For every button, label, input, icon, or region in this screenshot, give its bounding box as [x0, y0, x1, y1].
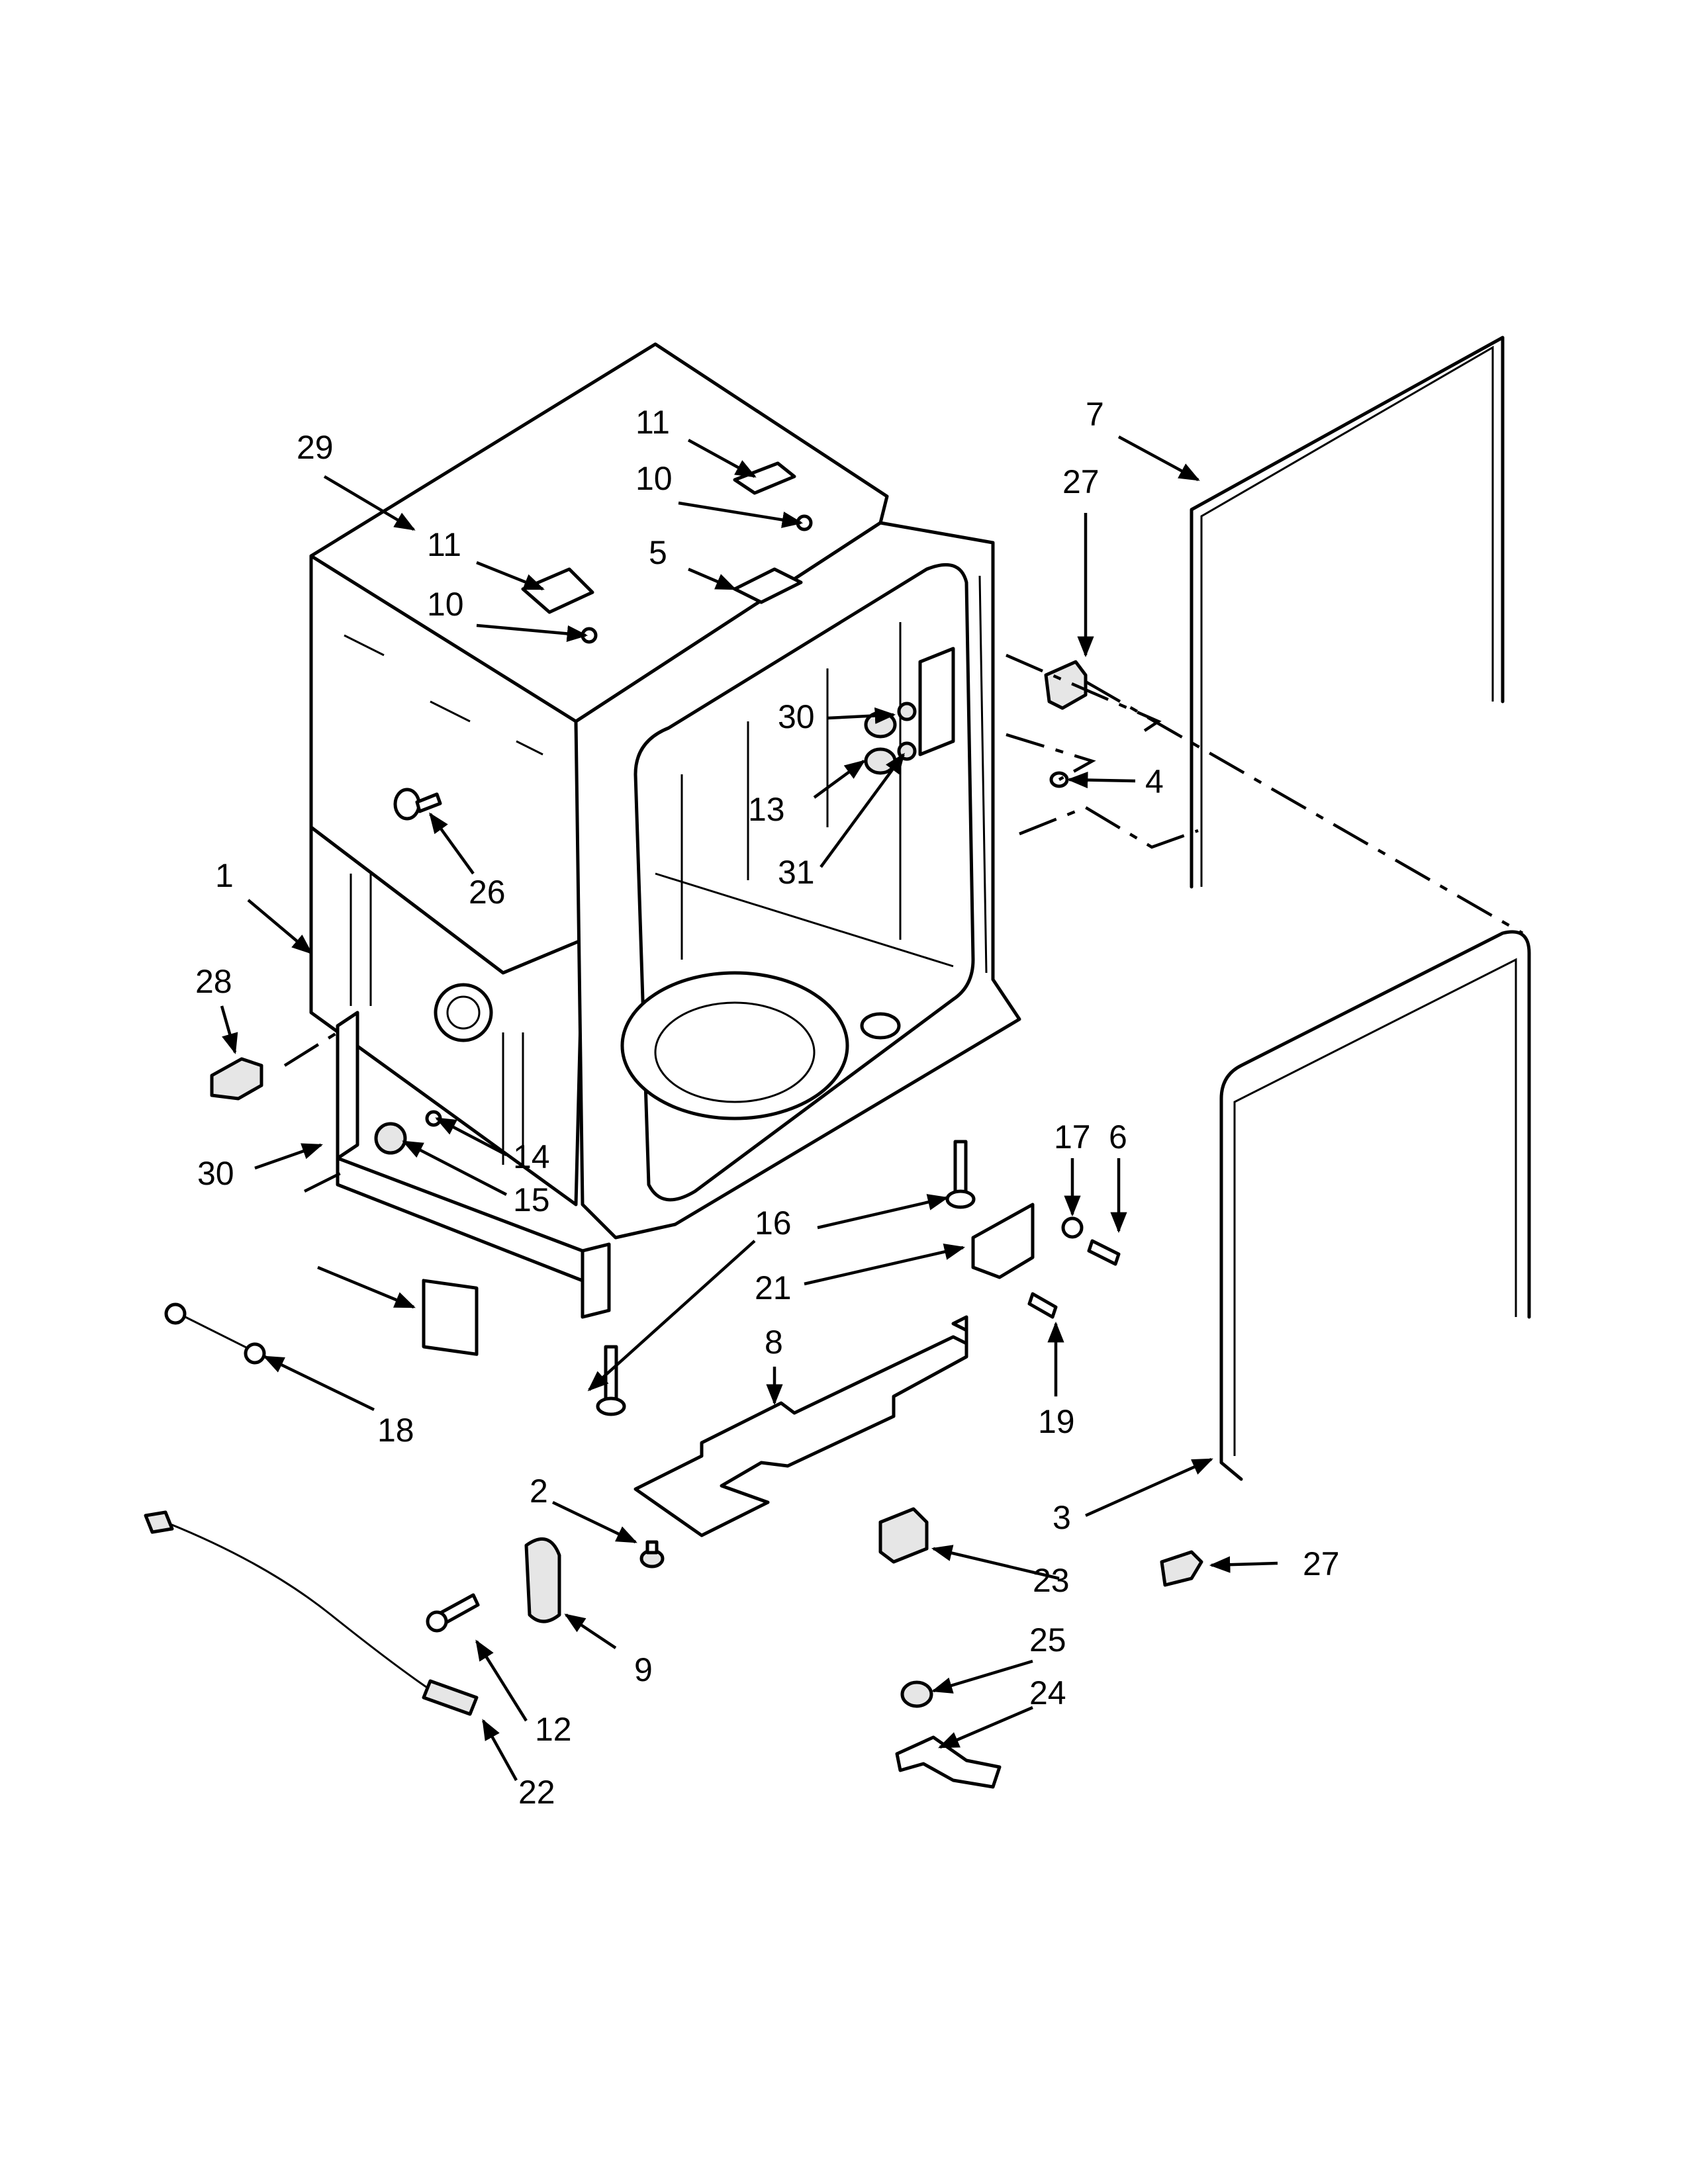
callout-26: 25: [1029, 1621, 1066, 1659]
cable-21-connector: [422, 1679, 479, 1716]
part-26: [900, 1680, 933, 1708]
hinge-bracket-upper: [733, 461, 796, 495]
top-bracket: [733, 567, 803, 604]
door-gasket-bottom-inner: [1233, 958, 1517, 1456]
part-29: [1160, 1550, 1203, 1587]
part-2: [639, 1540, 665, 1569]
top-guide-line-2: [430, 700, 471, 723]
callout-27-right: 27: [1062, 463, 1100, 500]
callout-8: 8: [765, 1324, 783, 1361]
side-port: [434, 983, 493, 1042]
guide-line-lower: [1019, 805, 1199, 849]
bracket-27-right: [1044, 660, 1088, 710]
callout-10-upper: 10: [635, 460, 673, 497]
part-22: [878, 1507, 929, 1564]
callout-3: 3: [1053, 1499, 1071, 1536]
cable-21: [165, 1521, 438, 1696]
door-gasket-top: [1190, 336, 1505, 889]
callout-13: 13: [748, 791, 785, 828]
leveling-leg-right: [945, 1140, 976, 1209]
screw-12-head: [426, 1610, 448, 1633]
callout-12: 12: [535, 1711, 572, 1748]
callout-14: 14: [513, 1138, 550, 1175]
guide-line-right: [1084, 680, 1524, 934]
door-gasket-top-inner: [1200, 345, 1494, 887]
callout-11-upper: 11: [635, 404, 670, 441]
frame-right-rail: [978, 575, 988, 974]
leader-lines: [220, 435, 1278, 1782]
tub-sump-inner: [654, 1001, 816, 1103]
bottom-plate-8: [633, 1315, 968, 1537]
guide-line-left: [283, 1031, 339, 1067]
screw-23: [393, 788, 442, 821]
callout-17: 17: [1054, 1118, 1091, 1156]
callout-18: 18: [377, 1412, 414, 1449]
vent-bracket: [918, 647, 955, 756]
callout-11-lower: 11: [427, 526, 461, 563]
callout-21: 22: [518, 1774, 555, 1811]
callout-29: 27: [1303, 1545, 1340, 1582]
washer-17: [1061, 1216, 1084, 1239]
screw-6: [1087, 1239, 1121, 1266]
guide-line-base: [303, 1169, 346, 1193]
callout-22: 23: [1033, 1562, 1070, 1599]
door-gasket-bottom: [1219, 930, 1531, 1481]
hinge-bracket-lower: [521, 567, 594, 614]
inner-rack-rail: [655, 872, 954, 968]
callout-7: 7: [1086, 396, 1104, 433]
callout-25: 24: [1029, 1674, 1066, 1711]
spring-18: [164, 1302, 266, 1365]
callout-23: 26: [469, 874, 506, 911]
screw-19: [1027, 1292, 1058, 1319]
callout-15: 15: [513, 1181, 550, 1218]
cable-21-plug: [144, 1510, 174, 1534]
guide-line-middle: [1006, 733, 1096, 781]
tub-sump: [620, 971, 849, 1120]
part-9: [524, 1537, 561, 1623]
callout-9: 9: [634, 1651, 653, 1688]
side-port-inner: [446, 995, 481, 1030]
top-guide-line-3: [516, 740, 543, 756]
top-guide-line-1: [344, 634, 385, 657]
callout-5: 5: [649, 534, 667, 571]
callout-24: 29: [297, 429, 334, 466]
callout-10-lower: 10: [427, 586, 464, 623]
sump-cap: [860, 1012, 901, 1040]
leveling-leg-left: [596, 1345, 626, 1416]
callout-4: 4: [1145, 763, 1164, 800]
callout-16-right: 16: [755, 1205, 792, 1242]
callout-2: 2: [530, 1473, 548, 1510]
callout-20: 21: [755, 1269, 792, 1306]
callout-30-upper: 30: [778, 698, 815, 735]
guide-line-upper: [1006, 653, 1162, 736]
callout-30-lower: 31: [778, 854, 815, 891]
callout-1: 1: [215, 857, 234, 894]
callouts: 29 11 10 11 10 5 7 27 30 13 31 4 26 1 28…: [195, 396, 1340, 1811]
callout-6: 6: [1109, 1118, 1127, 1156]
label-31: [422, 1279, 479, 1356]
bracket-27-left: [210, 1057, 263, 1101]
callout-28: 30: [197, 1155, 234, 1192]
callout-27-left: 28: [195, 963, 232, 1000]
bracket-20: [971, 1203, 1035, 1279]
callout-19: 19: [1038, 1403, 1075, 1440]
